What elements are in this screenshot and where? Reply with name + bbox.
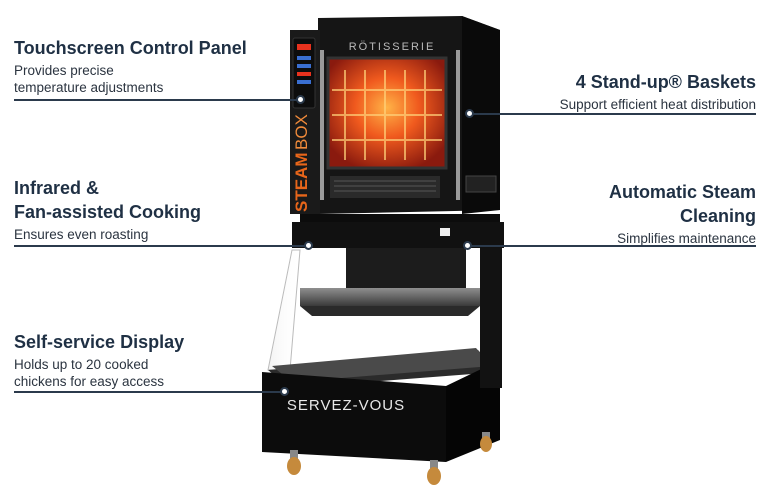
callout-touchscreen-line1: Provides precise <box>14 63 114 78</box>
callout-baskets-marker <box>465 109 474 118</box>
callout-baskets-desc: Support efficient heat distribution <box>559 97 756 112</box>
callout-display-line2: chickens for easy access <box>14 374 165 389</box>
callout-display-leader <box>14 391 284 393</box>
callout-display-marker <box>280 387 289 396</box>
callout-steam: Automatic Steam Cleaning Simplifies main… <box>609 180 756 247</box>
callout-infrared-title-1: Infrared & <box>14 178 100 198</box>
svg-text:BOX: BOX <box>292 114 311 150</box>
callout-steam-marker <box>463 241 472 250</box>
callout-baskets-title: 4 Stand-up® Baskets <box>575 72 756 92</box>
callout-display: Self-service Display Holds up to 20 cook… <box>14 330 184 390</box>
callout-touchscreen-line2: temperature adjustments <box>14 80 164 95</box>
casters <box>287 432 492 485</box>
baskets <box>332 70 442 160</box>
glass-side-panel <box>267 249 301 371</box>
callout-touchscreen: Touchscreen Control Panel Provides preci… <box>14 36 247 96</box>
steambox-brand: STEAM BOX <box>292 114 311 212</box>
callout-infrared-marker <box>304 241 313 250</box>
callout-infrared-desc: Ensures even roasting <box>14 227 149 242</box>
callout-baskets-leader <box>472 113 756 115</box>
callout-touchscreen-marker <box>296 95 305 104</box>
servez-vous-label: SERVEZ-VOUS <box>287 397 405 414</box>
callout-infrared-title-2: Fan-assisted Cooking <box>14 202 202 222</box>
callout-display-line1: Holds up to 20 cooked <box>14 357 149 372</box>
callout-touchscreen-title: Touchscreen Control Panel <box>14 38 247 58</box>
upper-shelf <box>300 288 480 306</box>
callout-infrared-leader <box>14 245 308 247</box>
rotisserie-label: RÖTISSERIE <box>349 41 436 53</box>
base-cabinet <box>262 372 446 462</box>
callout-infrared: Infrared & Fan-assisted Cooking Ensures … <box>14 176 201 243</box>
oven-unit <box>290 16 500 214</box>
callout-steam-title-1: Automatic Steam <box>608 182 756 202</box>
svg-text:STEAM: STEAM <box>292 153 311 213</box>
oven-window <box>328 58 446 168</box>
callout-baskets: 4 Stand-up® Baskets Support efficient he… <box>560 70 756 113</box>
callout-steam-leader <box>470 245 756 247</box>
callout-display-title: Self-service Display <box>14 332 185 352</box>
callout-touchscreen-leader <box>14 99 300 101</box>
callout-steam-desc: Simplifies maintenance <box>617 231 756 246</box>
callout-steam-title-2: Cleaning <box>679 206 756 226</box>
